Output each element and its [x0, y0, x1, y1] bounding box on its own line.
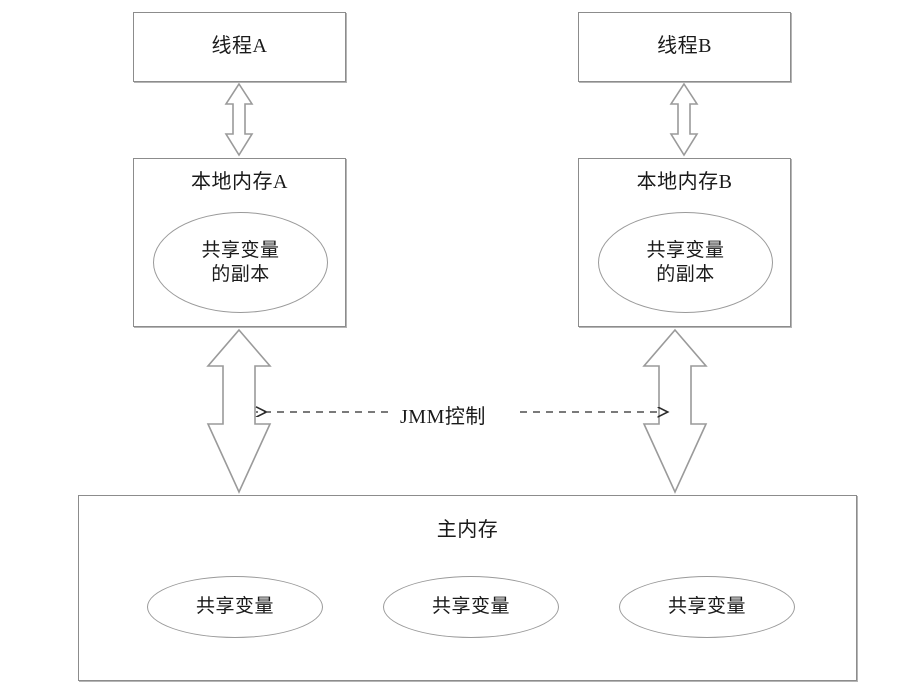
thread-a-box[interactable]: 线程A [133, 12, 346, 82]
shared-variable-2-ellipse[interactable]: 共享变量 [383, 576, 559, 638]
local-memory-b-box[interactable]: 本地内存B 共享变量 的副本 [578, 158, 791, 327]
shared-variable-1-label: 共享变量 [195, 596, 274, 618]
shared-variable-3-ellipse[interactable]: 共享变量 [619, 576, 795, 638]
thread-a-label: 线程A [211, 35, 268, 57]
jmm-control-label: JMM控制 [392, 400, 494, 429]
local-memory-b-copy-ellipse[interactable]: 共享变量 的副本 [598, 212, 773, 313]
local-memory-a-box[interactable]: 本地内存A 共享变量 的副本 [133, 158, 346, 327]
local-memory-a-copy-ellipse[interactable]: 共享变量 的副本 [153, 212, 328, 313]
connector-local-memory-a-to-main-memory [206, 328, 272, 494]
thread-b-label: 线程B [657, 35, 712, 57]
shared-variable-2-label: 共享变量 [431, 596, 510, 618]
shared-variable-3-label: 共享变量 [667, 596, 746, 618]
local-memory-a-label: 本地内存A [191, 171, 288, 193]
connector-thread-b-to-local-memory-b [669, 82, 699, 157]
main-memory-label: 主内存 [436, 519, 499, 541]
shared-variable-1-ellipse[interactable]: 共享变量 [147, 576, 323, 638]
local-memory-b-copy-label: 共享变量 的副本 [646, 239, 725, 285]
local-memory-b-label: 本地内存B [636, 171, 733, 193]
thread-b-box[interactable]: 线程B [578, 12, 791, 82]
main-memory-box[interactable]: 主内存 共享变量 共享变量 共享变量 [78, 495, 857, 681]
local-memory-a-copy-label: 共享变量 的副本 [201, 239, 280, 285]
connector-local-memory-b-to-main-memory [642, 328, 708, 494]
connector-thread-a-to-local-memory-a [224, 82, 254, 157]
